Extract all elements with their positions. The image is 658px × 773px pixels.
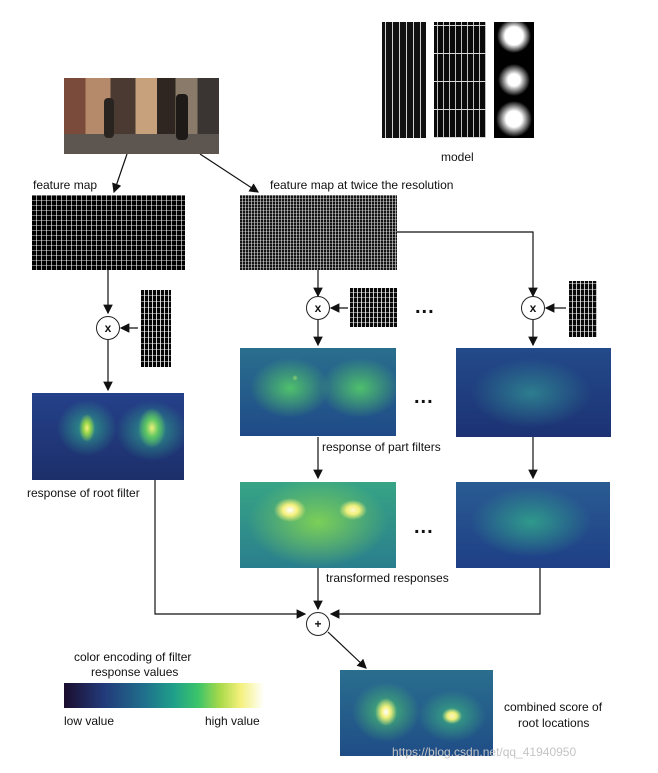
feature-map [32,195,185,270]
ellipsis-filters: ... [415,296,435,319]
model-group [382,22,538,140]
ellipsis-part-responses: ... [414,386,434,409]
root-filter-response-label: response of root filter [27,486,140,500]
multiply-node-part-1: x [306,296,330,320]
photo-street [64,134,219,154]
low-value-label: low value [64,714,114,728]
part-filter-n [569,281,597,337]
photo-pedestrian-1 [104,98,114,138]
model-deformation-models [494,22,534,138]
part-filter-response-label: response of part filters [322,440,441,454]
root-filter-response-heatmap [32,393,184,480]
part-filter-n-response-heatmap [456,348,611,437]
color-encoding-label-line2: response values [91,665,178,679]
input-photo [64,78,219,154]
color-encoding-label-line1: color encoding of filter [74,650,191,664]
transformed-response-1-heatmap [240,482,396,568]
part-filter-1-response-heatmap [240,348,396,436]
feature-map-label: feature map [33,178,97,192]
feature-map-double-resolution [240,195,397,270]
combined-score-heatmap [340,670,493,756]
colormap-bar [64,683,264,708]
model-label: model [441,150,474,164]
photo-pedestrian-2 [176,94,188,140]
combined-score-label-line1: combined score of [504,700,602,714]
multiply-node-root: x [96,316,120,340]
part-filter-1 [350,288,397,327]
transformed-response-label: transformed responses [326,571,449,585]
transformed-response-n-heatmap [456,482,610,568]
model-part-filters [434,22,486,138]
watermark: https://blog.csdn.net/qq_41940950 [392,745,576,759]
root-filter [141,290,171,367]
high-value-label: high value [205,714,260,728]
combined-score-label-line2: root locations [518,716,589,730]
feature-map-double-label: feature map at twice the resolution [270,178,453,192]
ellipsis-transformed: ... [414,516,434,539]
sum-node: + [306,612,330,636]
multiply-node-part-n: x [521,296,545,320]
model-root-filter [382,22,426,138]
